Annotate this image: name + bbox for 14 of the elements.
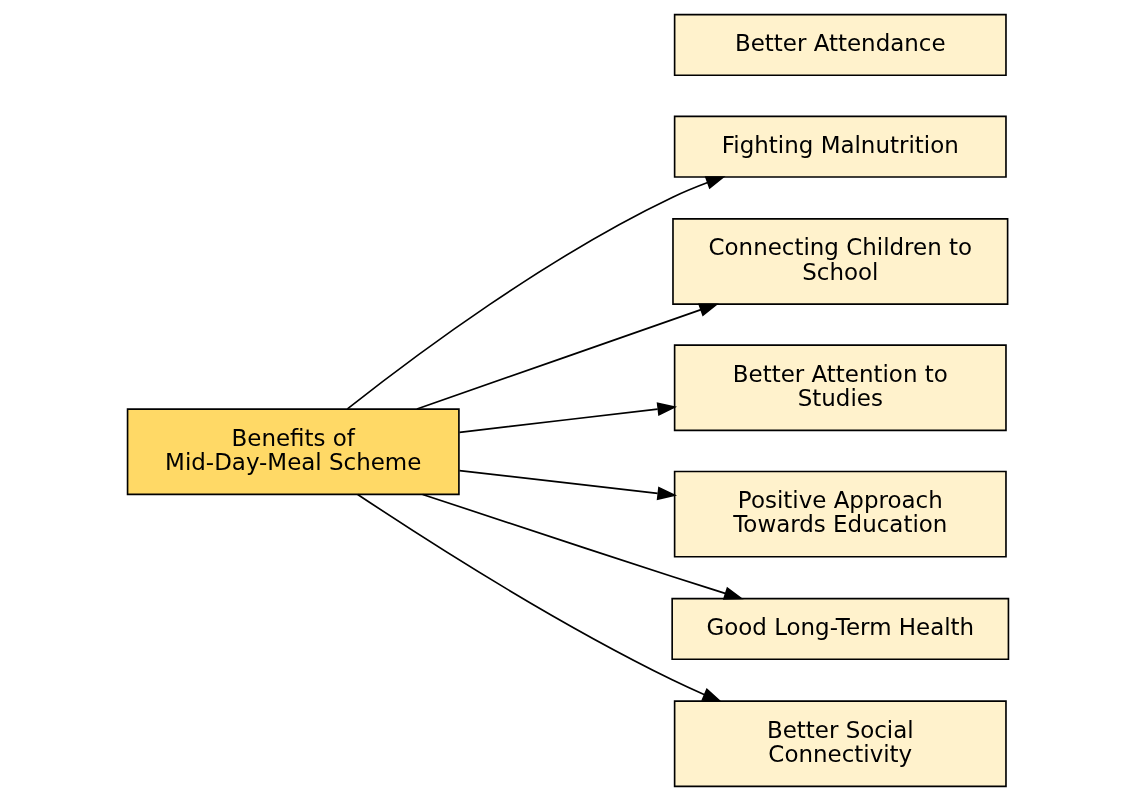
node-box: Connecting Children to School [671, 218, 1008, 305]
arrow [458, 402, 677, 434]
arrow [415, 303, 719, 410]
node-box: Better Attendance [673, 13, 1007, 77]
arrow [458, 469, 677, 501]
node-box: Fighting Malnutrition [673, 115, 1007, 178]
node-box: Better Attention to Studies [673, 344, 1007, 432]
node-box: Better Social Connectivity [673, 700, 1007, 788]
node-box: Positive Approach Towards Education [673, 470, 1007, 558]
arrow [356, 493, 722, 702]
node-box: Good Long-Term Health [670, 597, 1009, 661]
arrow [421, 493, 744, 600]
node-box: Benefits of Mid-Day-Meal Scheme [126, 408, 460, 496]
arrow [346, 176, 726, 410]
